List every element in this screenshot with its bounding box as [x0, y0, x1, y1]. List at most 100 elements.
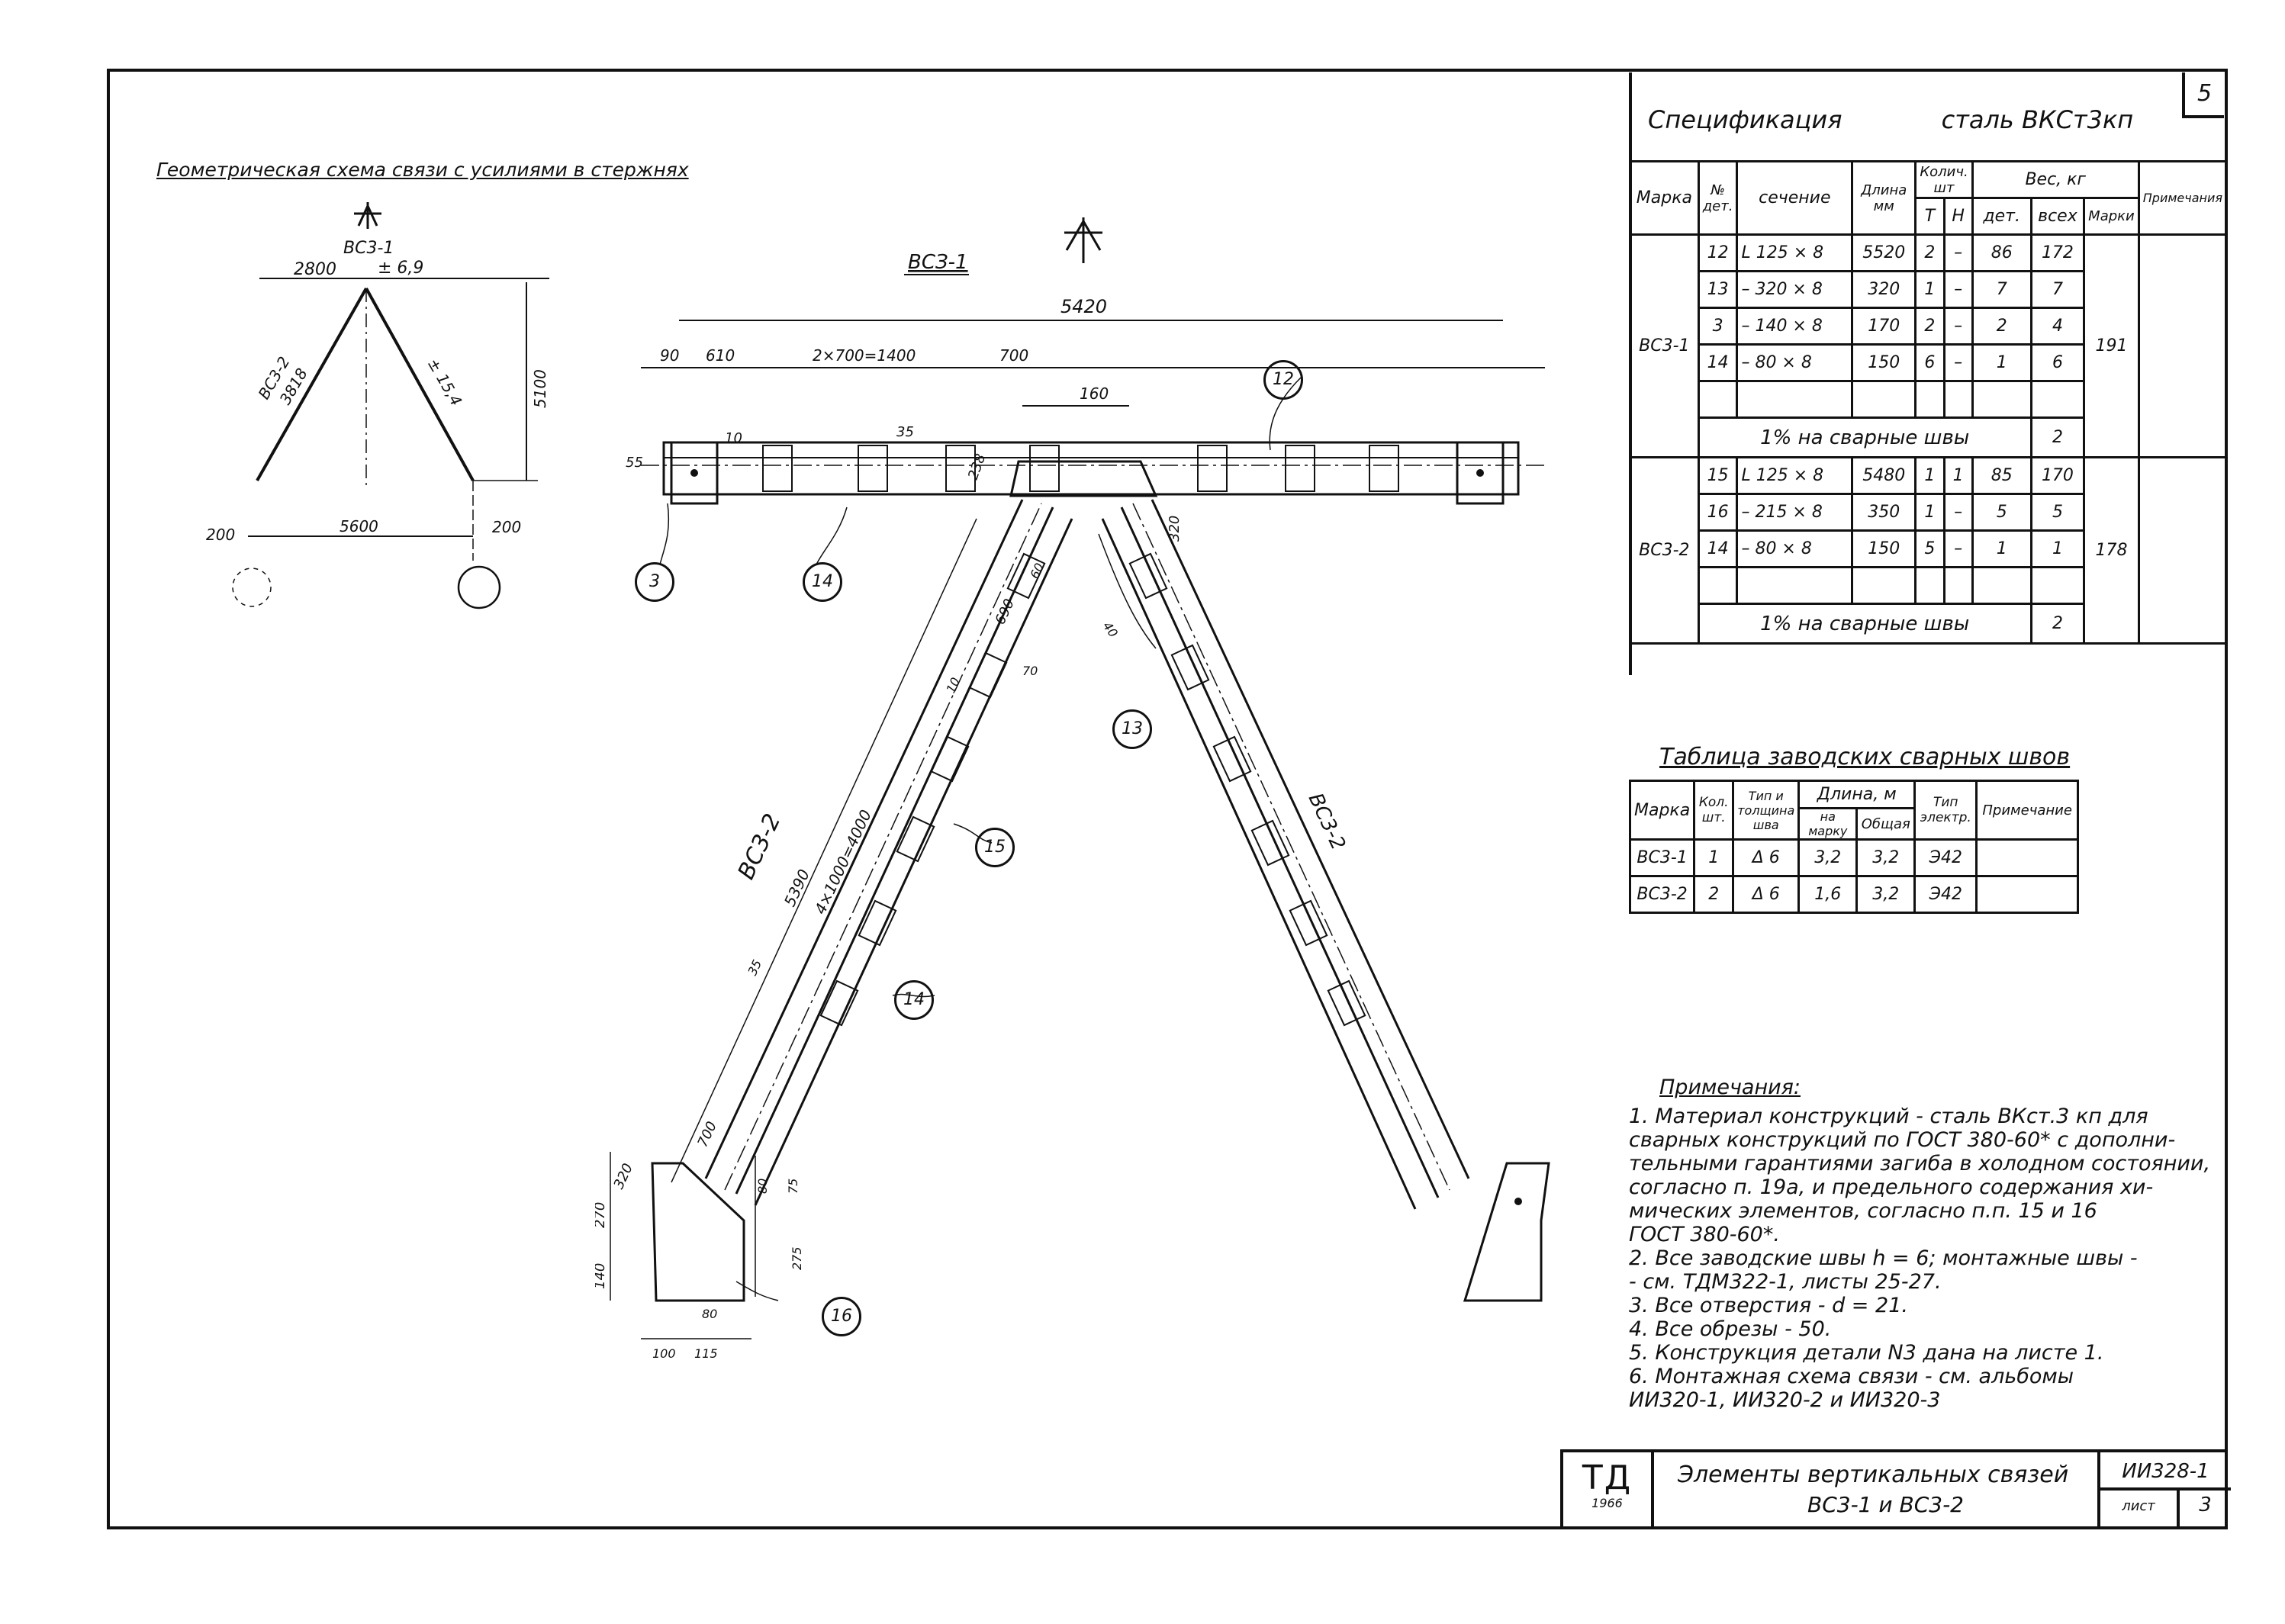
welds-cell	[1975, 838, 2079, 877]
welds-cell: 3,2	[1855, 875, 1917, 914]
spec-cell: L 125 × 8	[1736, 233, 1854, 272]
callout-14-bottom: 14	[894, 980, 934, 1020]
welds-cell	[1975, 875, 2079, 914]
welds-cell: Δ 6	[1732, 838, 1801, 877]
notes-title: Примечания:	[1659, 1076, 1801, 1099]
brace-drawing: ВСЗ-1 5420 90 610 2×700=1400 700 160 35 …	[595, 217, 1550, 1361]
spec-empty-cell	[1697, 380, 1739, 419]
dim-140: 140	[595, 1263, 608, 1289]
welds-cell: ВС3-1	[1628, 838, 1696, 877]
spec-h-section: сечение	[1736, 160, 1854, 236]
spec-cell: 170	[2029, 456, 2086, 495]
scheme-right-offset: 200	[492, 518, 521, 536]
dim-35b: 35	[745, 957, 764, 977]
title-name-line1: Элементы вертикальных связей	[1678, 1462, 2069, 1488]
dim-75: 75	[786, 1179, 800, 1194]
note-line: мических элементов, согласно п.п. 15 и 1…	[1629, 1199, 2097, 1223]
dim-80b: 80	[702, 1307, 717, 1321]
spec-cell: –	[1942, 233, 1974, 272]
spec-cell: 6	[2029, 343, 2086, 382]
note-line: 1. Материал конструкций - сталь ВКст.3 к…	[1629, 1105, 2148, 1128]
spec-cell: 7	[2029, 270, 2086, 309]
welds-cell: ВС3-2	[1628, 875, 1696, 914]
note-line: ГОСТ 380-60*.	[1629, 1223, 1780, 1246]
dim-4x1000: 4×1000=4000	[811, 807, 875, 917]
spec-cell: 320	[1851, 270, 1917, 309]
welds-h-total: Общая	[1855, 807, 1917, 841]
welds-h-mark: Марка	[1628, 780, 1696, 841]
dim-115: 115	[694, 1346, 718, 1361]
sheet-number: 5	[2196, 80, 2213, 107]
spec-cell: 5520	[1851, 233, 1917, 272]
spec-empty-cell	[1971, 566, 2032, 605]
spec-cell: 1	[1914, 493, 1945, 532]
spec-empty-cell	[1971, 380, 2032, 419]
welds-cell: Δ 6	[1732, 875, 1801, 914]
geometric-scheme: ВС3-1 2800 ± 6,9 ВС3-2 3818 ± 15,4 5100 …	[206, 202, 549, 609]
spec-cell: 4	[2029, 307, 2086, 346]
dim-320b: 320	[610, 1161, 636, 1191]
title-logo-cell: ТД 1966	[1563, 1452, 1654, 1526]
spec-weld-label: 1% на сварные швы	[1697, 603, 2032, 645]
spec-empty-cell	[2029, 566, 2086, 605]
spec-cell: 12	[1697, 233, 1739, 272]
spec-steel: сталь ВКСт3кп	[1941, 105, 2134, 134]
callout-3: 3	[635, 562, 674, 602]
dim-5390: 5390	[780, 867, 813, 909]
spec-cell: 1	[1971, 529, 2032, 568]
main-title: ВСЗ-1	[908, 251, 968, 274]
spec-empty-cell	[1736, 380, 1854, 419]
spec-cell: 350	[1851, 493, 1917, 532]
spec-cell: 3	[1697, 307, 1739, 346]
spec-cell: 150	[1851, 529, 1917, 568]
spec-title-text: Спецификация	[1648, 105, 1842, 134]
column-circle-right	[457, 565, 501, 609]
spec-h-qty-t: Т	[1914, 197, 1945, 236]
dim-100: 100	[652, 1346, 676, 1361]
note-line: согласно п. 19а, и предельного содержани…	[1629, 1175, 2154, 1199]
welds-cell: 1	[1693, 838, 1735, 877]
spec-cell: – 215 × 8	[1736, 493, 1854, 532]
spec-cell: 150	[1851, 343, 1917, 382]
spec-cell: 2	[1971, 307, 2032, 346]
note-line: 2. Все заводские швы h = 6; монтажные шв…	[1629, 1246, 2138, 1270]
spec-cell: 1	[1914, 270, 1945, 309]
welds-cell: 3,2	[1797, 838, 1859, 877]
spec-cell: 170	[1851, 307, 1917, 346]
spec-empty-cell	[1851, 566, 1917, 605]
spec-mark-cell: ВС3-2	[1629, 456, 1700, 645]
scheme-title: Геометрическая схема связи с усилиями в …	[156, 159, 689, 181]
title-code-cell: ИИ328-1 лист 3	[2097, 1452, 2231, 1527]
scheme-force-top: ± 6,9	[378, 259, 423, 278]
spec-h-note: Примечания	[2137, 160, 2229, 236]
spec-cell: – 140 × 8	[1736, 307, 1854, 346]
welds-h-qty: Кол. шт.	[1693, 780, 1735, 841]
spec-h-weight: Вес, кг	[1971, 160, 2140, 199]
dim-overall: 5420	[1060, 296, 1107, 317]
welds-h-note: Примечание	[1975, 780, 2079, 841]
scheme-left-offset: 200	[206, 526, 235, 544]
spec-empty-cell	[1942, 380, 1974, 419]
callout-12: 12	[1263, 360, 1303, 400]
spec-table: Марка № дет. сечение Длина мм Колич. шт …	[1629, 160, 2229, 645]
welds-h-length: Длина, м	[1797, 780, 1917, 809]
spec-weld-value: 2	[2029, 416, 2086, 458]
spec-h-mark: Марка	[1629, 160, 1700, 236]
callout-13: 13	[1112, 709, 1152, 749]
scheme-top-label: ВС3-1	[343, 239, 394, 258]
drawing-frame	[107, 69, 2228, 1529]
spec-cell: 86	[1971, 233, 2032, 272]
title-name-line2: ВС3-1 и ВС3-2	[1807, 1492, 1964, 1517]
spec-weld-label: 1% на сварные швы	[1697, 416, 2032, 458]
spec-mark-cell: ВС3-1	[1629, 233, 1700, 458]
spec-h-w-all: всех	[2029, 197, 2086, 236]
spec-cell: 16	[1697, 493, 1739, 532]
welds-h-per-mark: на марку	[1797, 807, 1859, 841]
note-line: - см. ТДМ322-1, листы 25-27.	[1629, 1270, 1942, 1294]
spec-cell: –	[1942, 529, 1974, 568]
right-brace-label: ВС3-2	[1304, 789, 1350, 854]
scheme-height: 5100	[531, 369, 549, 408]
spec-h-qty: Колич. шт	[1914, 160, 1974, 199]
dim-70: 70	[1022, 664, 1038, 678]
note-line: ИИ320-1, ИИ320-2 и ИИ320-3	[1629, 1388, 1941, 1412]
